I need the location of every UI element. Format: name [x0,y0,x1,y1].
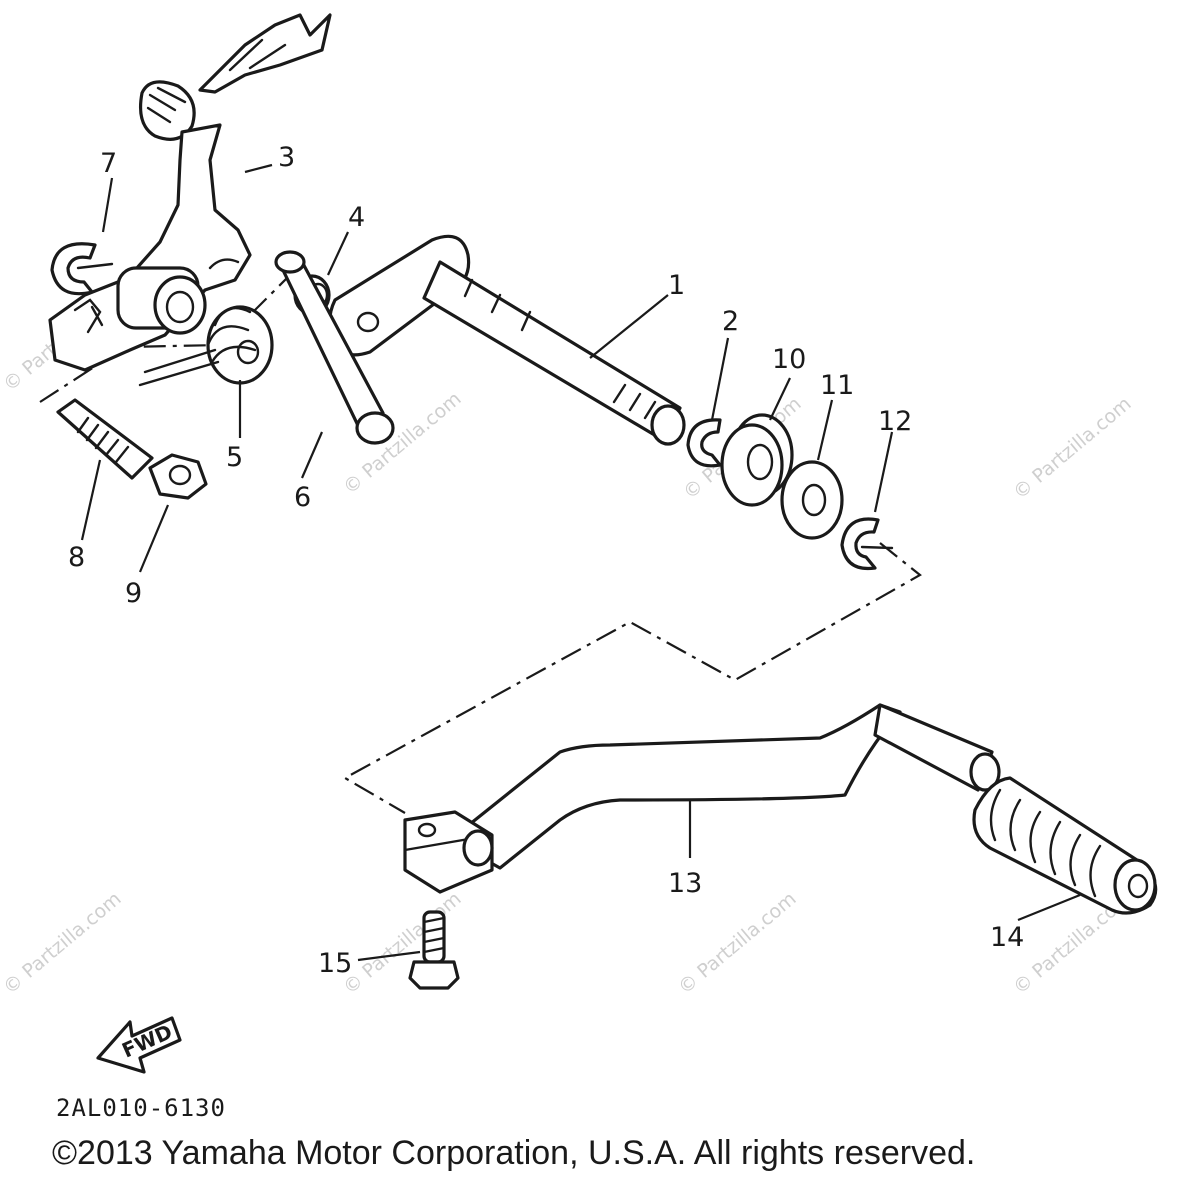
oil-seal [720,413,794,507]
watermark: © Partzilla.com [1009,393,1135,504]
torsion-spring [138,305,274,387]
assembly-guide-lines [39,272,922,814]
callout-3: 3 [278,142,295,173]
callout-11: 11 [820,370,854,401]
washer [780,460,844,540]
e-clip [50,242,114,296]
callout-9: 9 [125,578,142,609]
hex-nut [148,453,208,500]
shift-arm [48,13,332,372]
forward-arrow-icon: FWD [96,1016,182,1074]
callout-10: 10 [772,344,806,375]
callout-15: 15 [318,948,352,979]
callout-4: 4 [348,202,365,233]
callout-8: 8 [68,542,85,573]
pedal-rubber [972,776,1158,915]
callout-leader-lines [80,163,1081,962]
callout-14: 14 [990,922,1024,953]
watermark: © Partzilla.com [0,888,126,999]
circlip [686,418,722,468]
stud-bolt [56,398,154,480]
bushing [274,250,395,445]
callout-labels: 1 2 3 4 5 6 7 8 9 10 11 12 13 14 15 [68,142,1024,979]
shift-pedal [403,703,1001,894]
callout-5: 5 [226,442,243,473]
drawing-code: 2AL010-6130 [56,1094,226,1122]
callout-2: 2 [722,306,739,337]
callout-7: 7 [100,148,117,179]
callout-1: 1 [668,270,685,301]
watermark-layer: © Partzilla.com © Partzilla.com © Partzi… [0,285,1136,999]
callout-12: 12 [878,406,912,437]
copyright-notice: ©2013 Yamaha Motor Corporation, U.S.A. A… [52,1134,976,1172]
circlip [840,517,894,571]
pinch-bolt [408,910,460,990]
callout-13: 13 [668,868,702,899]
callout-6: 6 [294,482,311,513]
watermark: © Partzilla.com [674,888,800,999]
